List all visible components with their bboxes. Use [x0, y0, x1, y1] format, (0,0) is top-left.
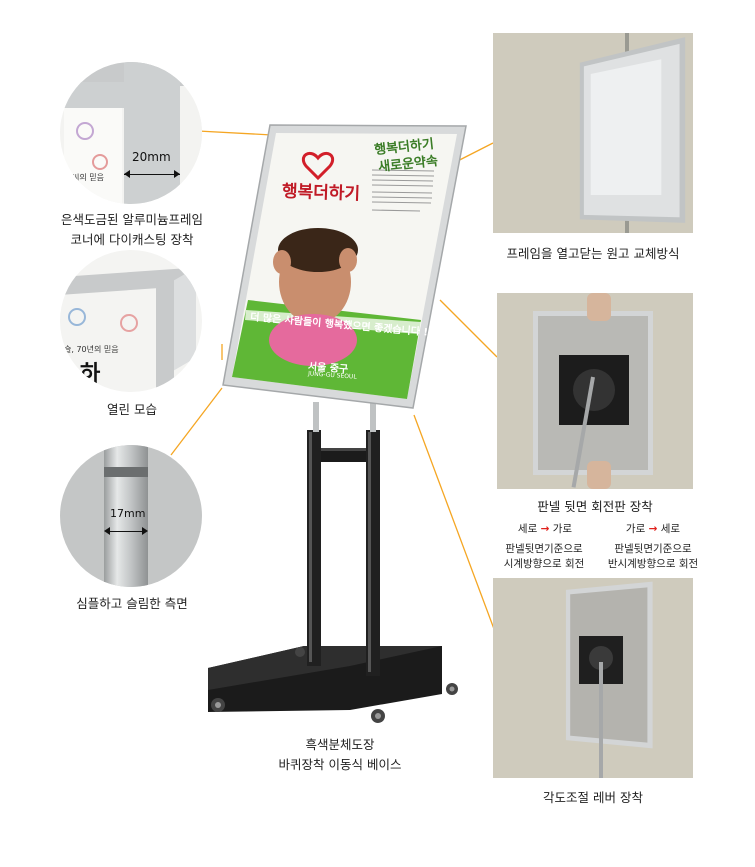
frame-corner-caption-2: 코너에 다이캐스팅 장착 — [70, 232, 194, 247]
base-caption-2: 바퀴장착 이동식 베이스 — [278, 757, 402, 772]
rotate-right-to: 세로 — [660, 523, 681, 535]
rotate-panel-photo — [497, 293, 693, 489]
rotate-panel-caption: 판넬 뒷면 회전판 장착 — [537, 499, 653, 514]
dimension-arrow — [124, 174, 180, 175]
rotate-right-title: 가로 → 세로 — [605, 521, 701, 538]
angle-lever-photo — [493, 578, 693, 778]
frame-open-caption: 프레임을 열고닫는 원고 교체방식 — [506, 246, 680, 261]
rotate-left-title: 세로 → 가로 — [497, 521, 593, 538]
rotate-right-line2: 반시계방향으로 회전 — [607, 558, 699, 570]
rotate-left-from: 세로 — [517, 523, 538, 535]
rotate-right-line1: 판넬뒷면기준으로 — [614, 543, 692, 555]
rotate-left-to: 가로 — [552, 523, 573, 535]
frame-corner-poster-text: 씨의 믿음 — [72, 173, 104, 182]
side-profile-detail: 17mm — [60, 445, 202, 587]
poster-logo-text: 행복더하기 — [281, 181, 361, 205]
base-caption-1: 흑색분체도장 — [305, 737, 375, 752]
stand-base — [208, 646, 458, 723]
opened-poster-char: 하 — [80, 362, 101, 387]
arrow-icon: → — [648, 523, 658, 535]
stand-posts — [307, 402, 380, 676]
rotate-right-from: 가로 — [625, 523, 646, 535]
dimension-20mm: 20mm — [132, 150, 171, 164]
side-caption: 심플하고 슬림한 측면 — [76, 596, 188, 611]
opened-caption: 열린 모습 — [107, 402, 157, 417]
opened-frame-detail: 슬, 70년의 믿음 하 — [60, 250, 202, 392]
frame-corner-detail: 씨의 믿음 20mm — [60, 62, 202, 204]
angle-lever-caption: 각도조절 레버 장착 — [543, 790, 643, 805]
poster-frame — [222, 124, 467, 409]
opened-poster-text: 슬, 70년의 믿음 — [64, 345, 119, 354]
dimension-17mm: 17mm — [110, 507, 146, 520]
rotate-left-line1: 판넬뒷면기준으로 — [505, 543, 583, 555]
rotate-left-line2: 시계방향으로 회전 — [503, 558, 585, 570]
frame-corner-caption-1: 은색도금된 알루미늄프레임 — [61, 212, 203, 227]
frame-open-photo — [493, 33, 693, 233]
arrow-icon: → — [540, 523, 550, 535]
